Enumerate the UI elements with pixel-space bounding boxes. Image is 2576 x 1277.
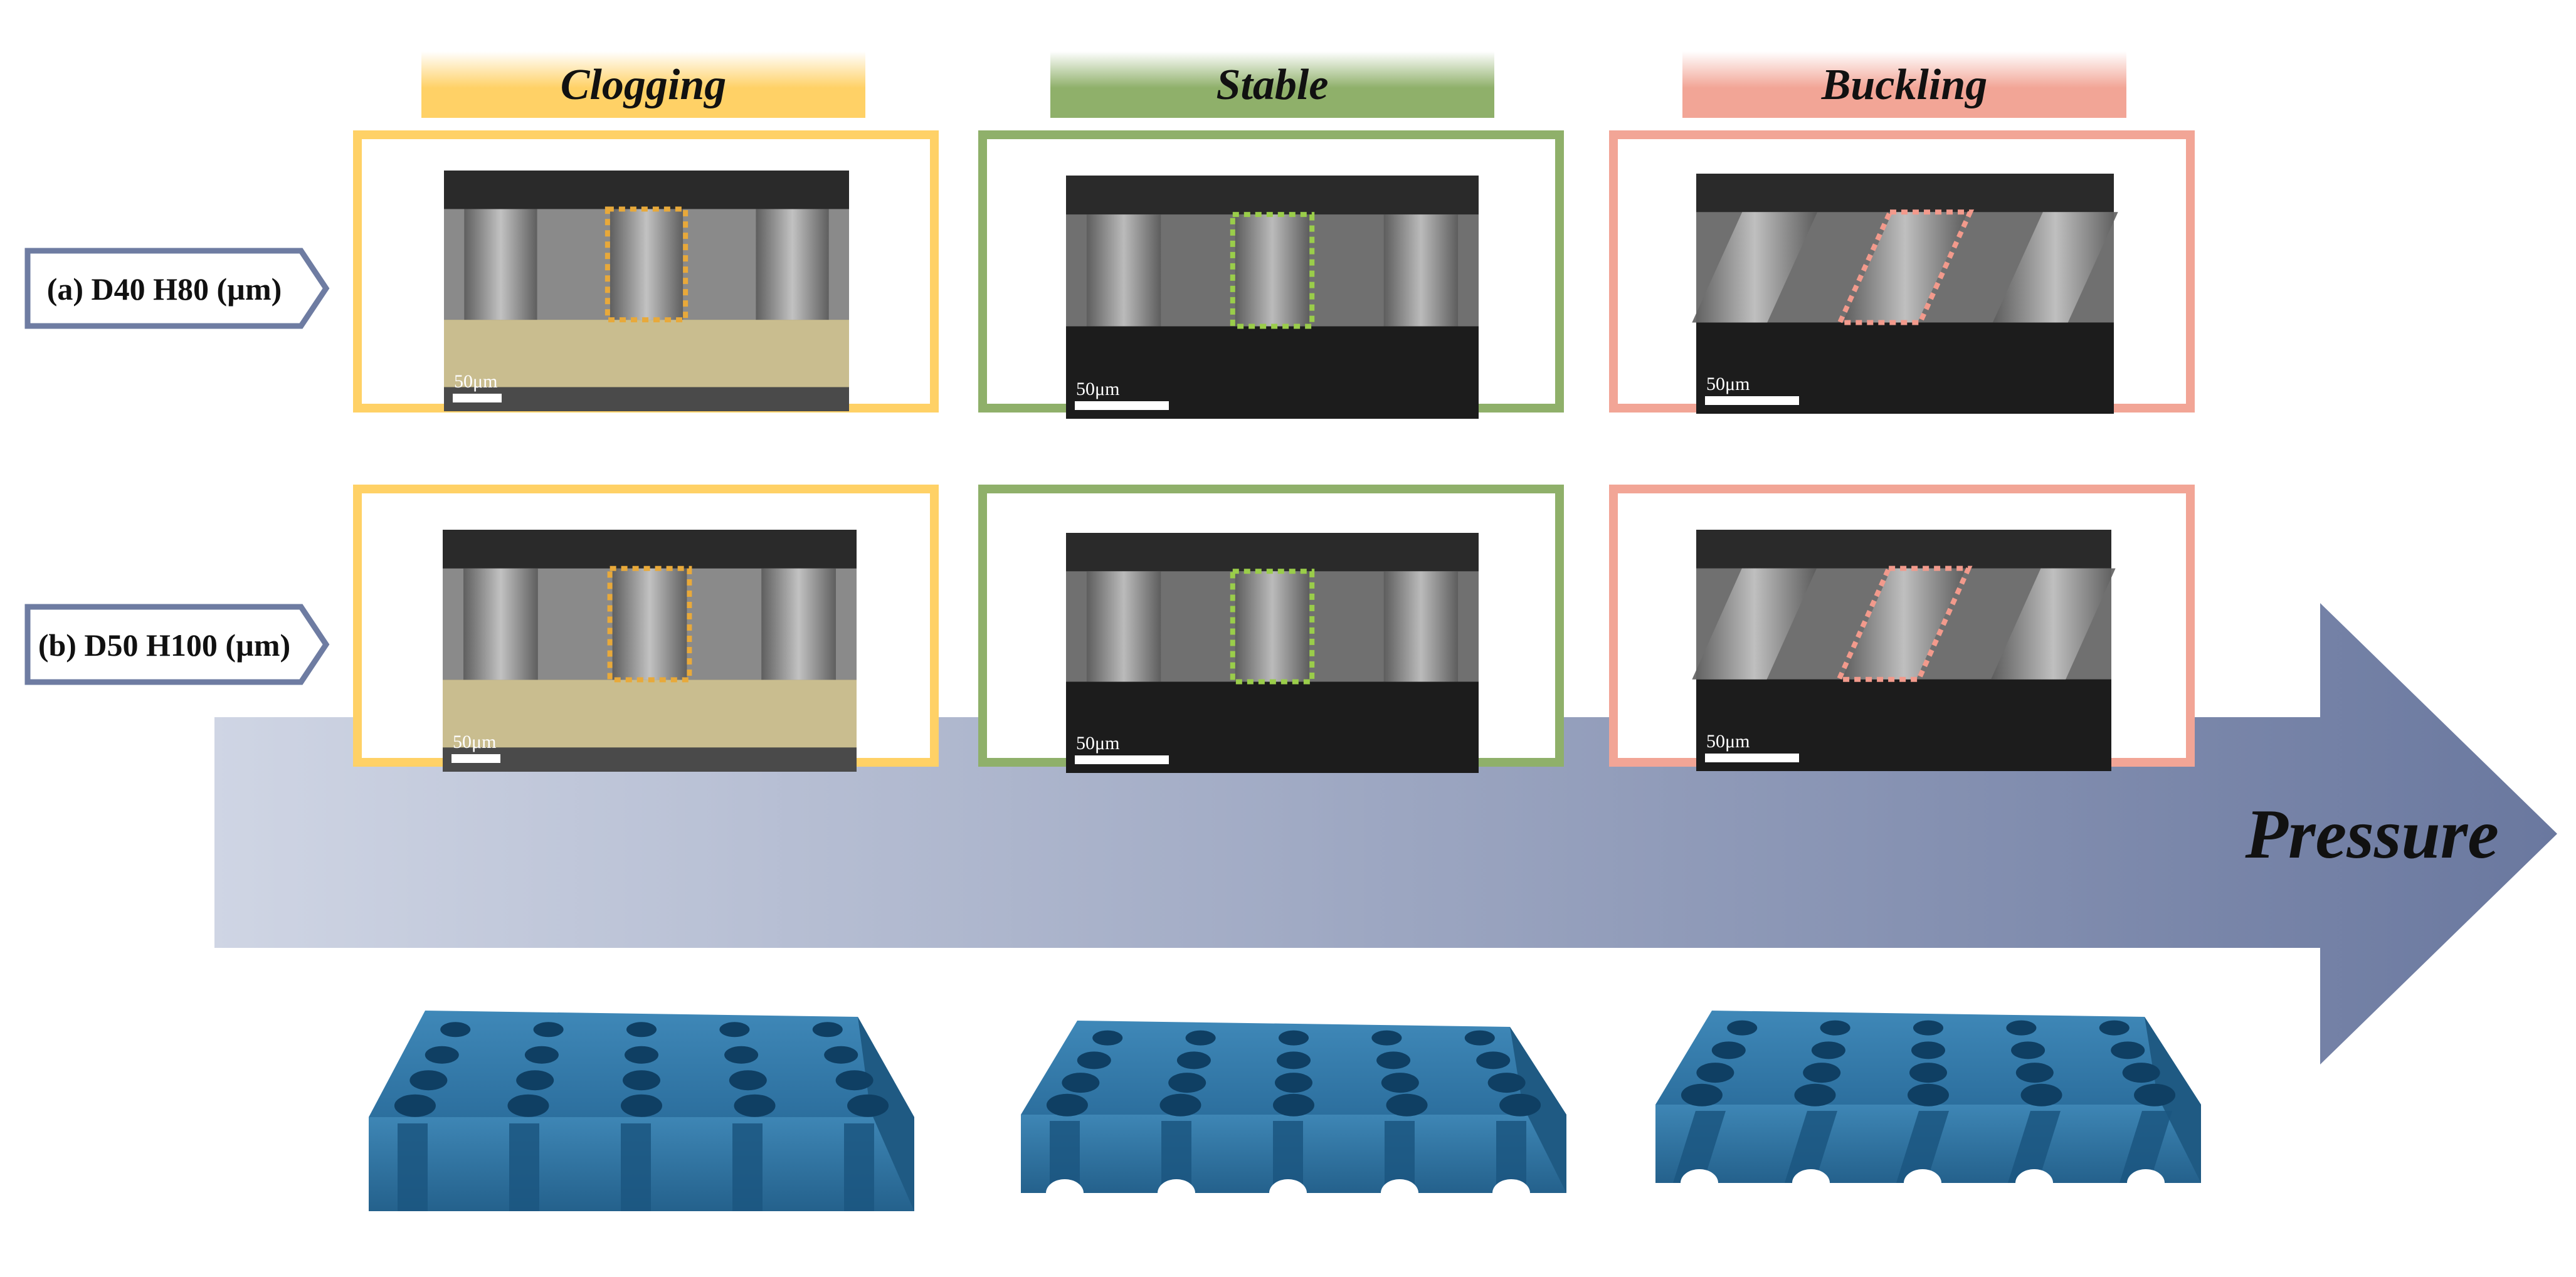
row-tag-b: (b) D50 H100 (µm) xyxy=(24,604,330,685)
sem-micrograph: 50μm xyxy=(1692,174,2118,414)
scale-bar-label: 50μm xyxy=(1706,731,1750,752)
scale-bar-label: 50μm xyxy=(453,732,496,752)
membrane-3d-buckling xyxy=(1655,1011,2201,1197)
row-tag-label: (a) D40 H80 (µm) xyxy=(47,271,282,307)
sem-micrograph: 50μm xyxy=(1066,176,1479,419)
row-tags: (a) D40 H80 (µm) (b) D50 H100 (µm) xyxy=(24,248,330,685)
row-tag-shape xyxy=(24,604,330,685)
header-buckling: Buckling xyxy=(1682,51,2126,118)
panel-clogging-b: 50μm xyxy=(353,485,939,772)
header-title: Clogging xyxy=(561,61,727,109)
header-title: Stable xyxy=(1217,61,1329,109)
header-banner xyxy=(421,51,865,118)
pressure-label: Pressure xyxy=(2245,796,2499,873)
highlight-box xyxy=(1835,209,1975,325)
highlight-box xyxy=(1835,565,1973,682)
panel-buckling-a: 50μm xyxy=(1609,130,2195,414)
membrane-3d-stable xyxy=(1021,1021,1566,1207)
row-tag-a: (a) D40 H80 (µm) xyxy=(24,248,330,329)
membrane-illustrations xyxy=(369,1011,2201,1211)
header-stable: Stable xyxy=(1050,51,1494,118)
scale-bar-label: 50μm xyxy=(1076,733,1119,754)
row-tag-label: (b) D50 H100 (µm) xyxy=(38,628,290,663)
highlight-box xyxy=(1230,212,1315,329)
scale-bar: 50μm xyxy=(1075,733,1169,764)
panel-clogging-a: 50μm xyxy=(353,130,939,413)
sem-micrograph: 50μm xyxy=(1692,530,2116,771)
panel-buckling-b: 50μm xyxy=(1609,485,2195,771)
column-headers: Clogging Stable Buckling xyxy=(421,51,2126,118)
scale-bar: 50μm xyxy=(1705,731,1799,762)
sem-micrograph: 50μm xyxy=(443,530,857,772)
highlight-box xyxy=(1230,569,1315,685)
panel-stable-b: 50μm xyxy=(978,485,1564,773)
panel-grid: 50μm 50μm 50μm 50μm 50μm 50μm xyxy=(353,130,2195,773)
scale-bar: 50μm xyxy=(451,732,500,763)
header-banner xyxy=(1682,51,2126,118)
scale-bar: 50μm xyxy=(1705,374,1799,405)
sem-micrograph: 50μm xyxy=(1066,533,1479,773)
header-title: Buckling xyxy=(1821,61,1988,109)
sem-micrograph: 50μm xyxy=(444,171,849,411)
header-clogging: Clogging xyxy=(421,51,865,118)
row-tag-shape xyxy=(24,248,330,329)
header-banner xyxy=(1050,51,1494,118)
scale-bar-label: 50μm xyxy=(1706,374,1750,394)
scale-bar: 50μm xyxy=(1075,379,1169,410)
highlight-box xyxy=(607,565,692,683)
scale-bar-label: 50μm xyxy=(454,371,497,392)
scale-bar-label: 50μm xyxy=(1076,379,1119,399)
scale-bar: 50μm xyxy=(453,371,502,402)
panel-stable-a: 50μm xyxy=(978,130,1564,419)
membrane-3d-clogging xyxy=(369,1011,914,1211)
